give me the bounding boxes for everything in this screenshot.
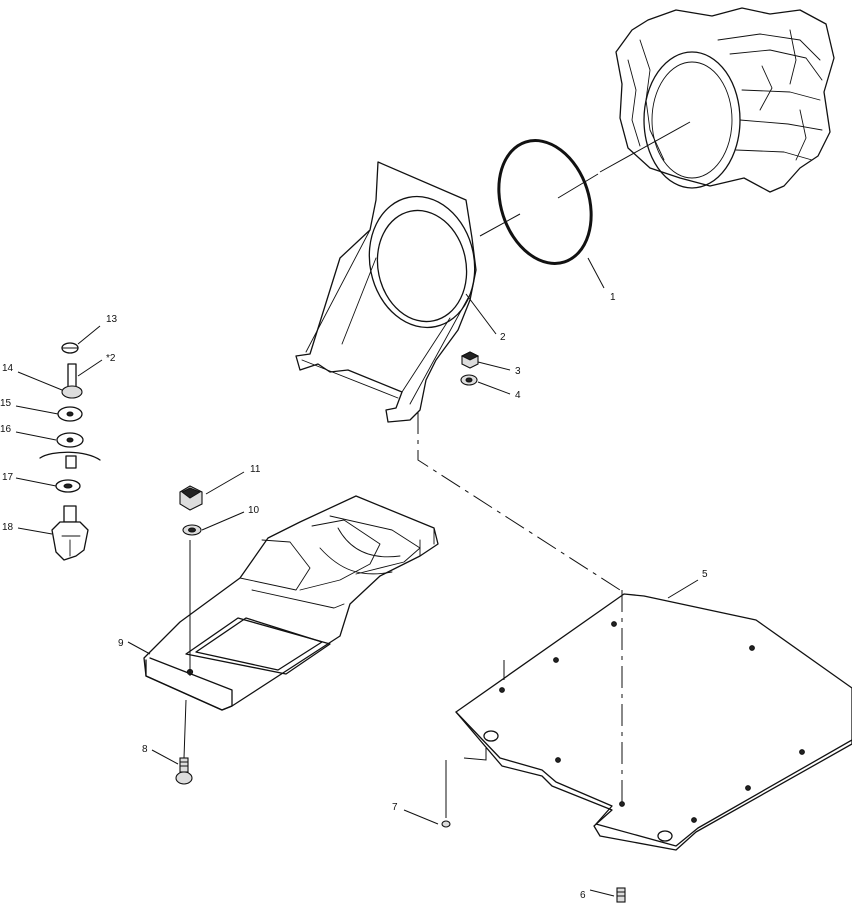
o-ring: [497, 139, 593, 265]
callout-14: 14: [2, 363, 14, 374]
nut-3: [460, 351, 480, 369]
jet-pump-housing: [615, 7, 835, 193]
callout-13: 13: [106, 314, 118, 325]
callout-15: 15: [0, 398, 12, 409]
callout-18: 18: [2, 522, 14, 533]
speedo-nut-14: [61, 385, 83, 399]
callout-7: 7: [392, 802, 398, 813]
callout-17: 17: [2, 472, 14, 483]
speedo-hose-12: [67, 363, 77, 389]
screw-7: [441, 760, 451, 828]
speedo-washer-16: [56, 432, 84, 448]
screw-6: [616, 887, 626, 903]
intake-grate: [143, 495, 439, 711]
callout-5: 5: [702, 569, 708, 580]
callout-10: 10: [248, 505, 260, 516]
washer-4: [460, 374, 478, 386]
callout-4: 4: [515, 390, 521, 401]
callout-11: 11: [250, 464, 261, 475]
callout-12: *2: [106, 353, 116, 364]
callout-leaders: [15, 257, 699, 897]
callout-2: 2: [500, 332, 506, 343]
callout-9: 9: [118, 638, 124, 649]
plate-guide-line: [463, 660, 505, 761]
speedo-pickup-18: [51, 505, 89, 561]
speedo-strap: [39, 451, 101, 469]
speedo-washer-17: [55, 479, 81, 493]
speedo-clip-13: [61, 342, 79, 354]
pump-adapter: [295, 161, 477, 423]
nut-11: [179, 485, 203, 511]
screw-8: [175, 757, 193, 785]
callout-3: 3: [515, 366, 521, 377]
washer-10: [182, 524, 202, 536]
callout-8: 8: [142, 744, 148, 755]
mount-axis-line: [417, 412, 621, 591]
speedo-washer-15: [57, 406, 83, 422]
ride-plate: [455, 593, 852, 851]
callout-16: 16: [0, 424, 12, 435]
callout-6: 6: [580, 890, 586, 901]
fastener-axis-line: [183, 540, 191, 759]
callout-1: 1: [610, 292, 616, 303]
